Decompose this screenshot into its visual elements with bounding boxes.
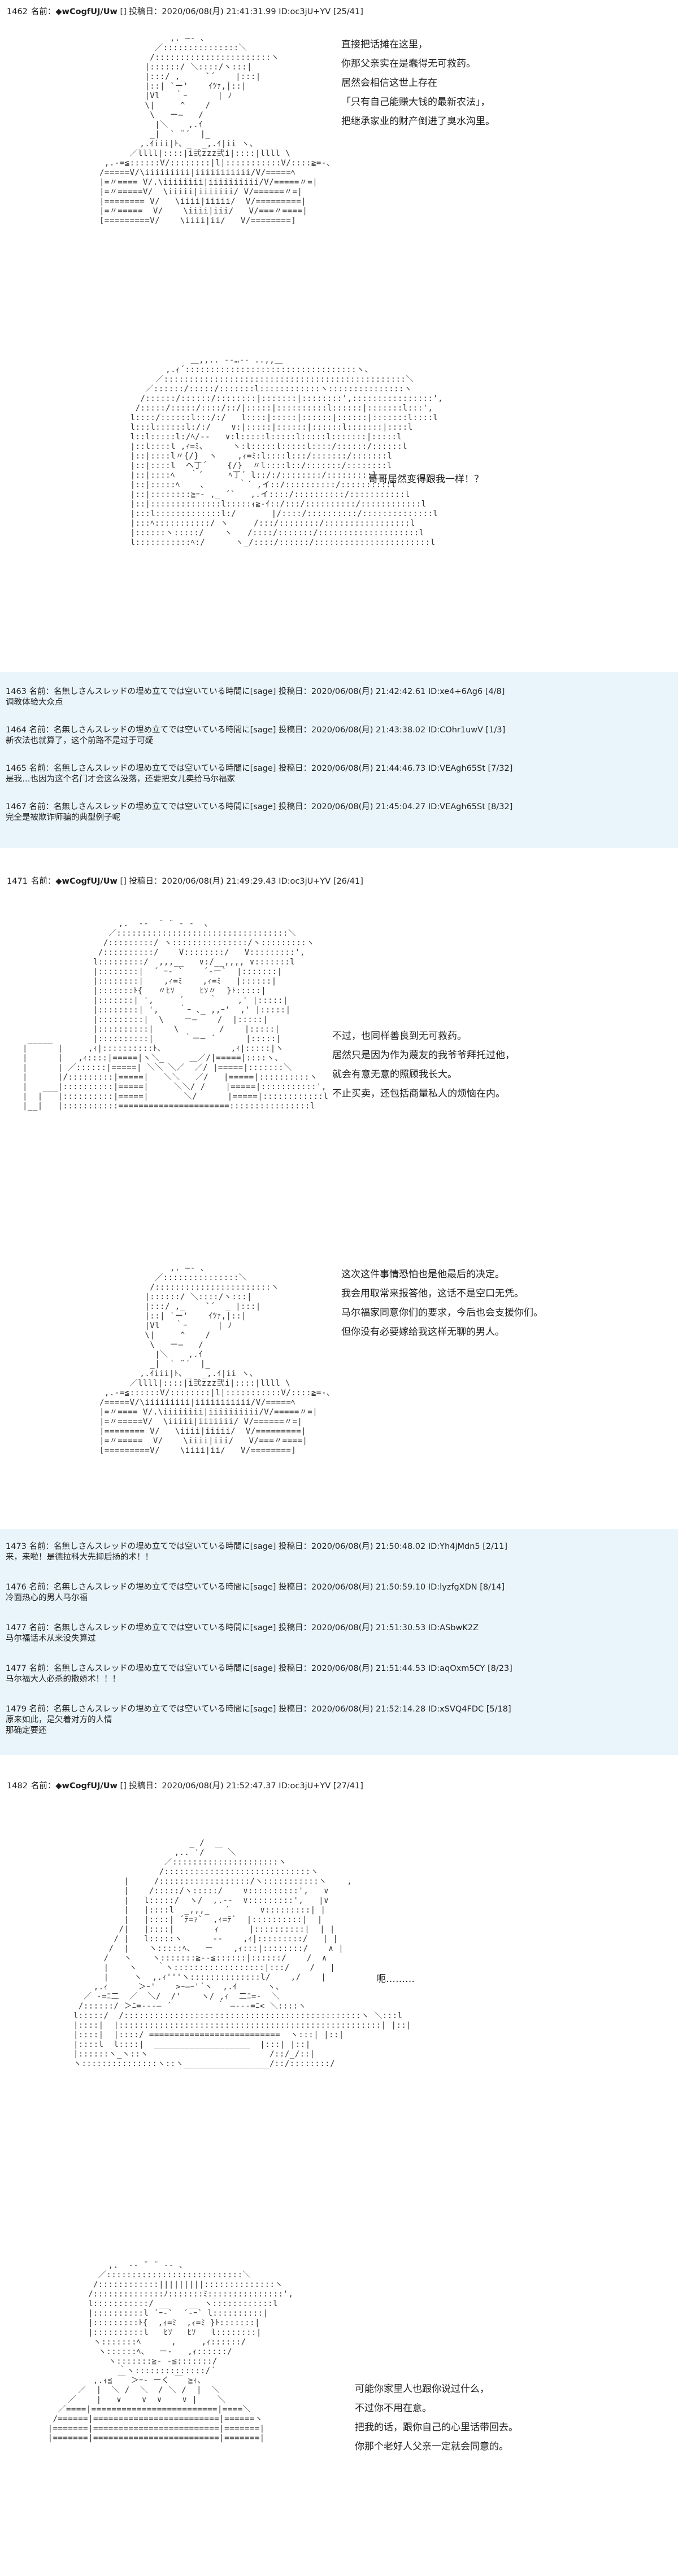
dialogue-box: 不过，也同样善良到无可救药。 居然只是因为作为蔑友的我爷爷拜托过他， 就会有意无… (332, 1027, 515, 1103)
dialogue-line: 「只有自己能赚大钱的最新农法」， (341, 97, 490, 108)
ascii-art-character: ＿,,.. -‐…‐- ..,,＿ ,.ｨ´::::::::::::::::::… (130, 356, 444, 547)
reply-post: 1464 名前：名無しさんスレッドの埋め立てでは空いている時間に[sage] 投… (6, 726, 506, 745)
dialogue-line: 马尔福家同意你们的要求，今后也会支援你们。 (341, 1307, 543, 1318)
reply-post: 1463 名前：名無しさんスレッドの埋め立てでは空いている時間に[sage] 投… (6, 687, 505, 707)
reply-post: 1476 名前：名無しさんスレッドの埋め立てでは空いている時間に[sage] 投… (6, 1583, 505, 1603)
dialogue-line: 不过你不用在意。 (355, 2403, 432, 2414)
ascii-art-character: ,. ―- 、 ／:::::::::::::::＼ /:::::::::::::… (99, 1264, 335, 1455)
replies-block: 1473 名前：名無しさんスレッドの埋め立てでは空いている時間に[sage] 投… (0, 1529, 678, 1755)
dialogue-line: 我会用取常来报答他，这话不是空口无凭。 (341, 1288, 524, 1299)
ascii-art-character: ,. -‐ ¨ ¨ ‐- 、 ／::::::::::::::::::::::::… (47, 2261, 294, 2443)
reply-post: 1477 名前：名無しさんスレッドの埋め立てでは空いている時間に[sage] 投… (6, 1664, 512, 1684)
dialogue-line: 把我的话，跟你自己的心里话带回去。 (355, 2422, 518, 2433)
dialogue-line: 不止买卖，还包括商量私人的烦恼在内。 (332, 1088, 505, 1099)
dialogue-line: 但你没有必要嫁给我这样无聊的男人。 (341, 1326, 505, 1338)
dialogue-line: 不过，也同样善良到无可救药。 (332, 1031, 467, 1042)
reply-post: 1473 名前：名無しさんスレッドの埋め立てでは空いている時間に[sage] 投… (6, 1542, 508, 1562)
ascii-art-character: ,. ―- 、 ／:::::::::::::::＼ /:::::::::::::… (99, 34, 335, 225)
dialogue-line: 把继承家业的财产倒进了臭水沟里。 (341, 116, 495, 127)
poster-name[interactable]: ◆wCogfUJ/Uw (55, 877, 118, 886)
dialogue-line: 居然只是因为作为蔑友的我爷爷拜托过他， (332, 1050, 515, 1061)
replies-block: 1463 名前：名無しさんスレッドの埋め立てでは空いている時間に[sage] 投… (0, 672, 678, 848)
reply-post: 1465 名前：名無しさんスレッドの埋め立てでは空いている時間に[sage] 投… (6, 764, 513, 784)
reply-post: 1477 名前：名無しさんスレッドの埋め立てでは空いている時間に[sage] 投… (6, 1623, 479, 1643)
post-meta: [] 投稿日：2020/06/08(月) 21:49:29.43 ID:oc3j… (120, 877, 363, 886)
ascii-art-character: _ / ,.. '/ ￣ ＼ ／:::::::::::::::::::::ヽ /… (73, 1839, 412, 2068)
dialogue-box: 可能你家里人也跟你说过什么， 不过你不用在意。 把我的话，跟你自己的心里话带回去… (355, 2379, 518, 2456)
dialogue-line: 你那父亲实在是蠢得无可救药。 (341, 58, 476, 69)
post-number: 1462 (7, 7, 28, 16)
poster-name[interactable]: ◆wCogfUJ/Uw (55, 7, 118, 16)
ascii-art-character: ,. -‐ ¨ ¨ ‐ - 、 ／:::::::::::::::::::::::… (23, 919, 329, 1111)
post-meta: [] 投稿日：2020/06/08(月) 21:52:47.37 ID:oc3j… (120, 1782, 363, 1791)
post-number: 1482 (7, 1782, 28, 1791)
dialogue-line: 哥哥居然变得跟我一样！？ (368, 474, 484, 485)
dialogue-line: 可能你家里人也跟你说过什么， (355, 2383, 489, 2395)
dialogue-box: 哥哥居然变得跟我一样！？ (368, 470, 484, 489)
dialogue-line: 就会有意无意的照顾我长大。 (332, 1069, 457, 1080)
dialogue-line: 你那个老好人父亲一定就会同意的。 (355, 2441, 508, 2452)
reply-post: 1479 名前：名無しさんスレッドの埋め立てでは空いている時間に[sage] 投… (6, 1705, 511, 1735)
dialogue-box: 直接把话摊在这里， 你那父亲实在是蠢得无可救药。 居然会相信这世上存在 「只有自… (341, 35, 495, 131)
dialogue-box: 这次这件事情恐怕也是他最后的决定。 我会用取常来报答他，这话不是空口无凭。 马尔… (341, 1265, 543, 1342)
dialogue-line: 呃……… (376, 1974, 415, 1985)
post-meta: [] 投稿日：2020/06/08(月) 21:41:31.99 ID:oc3j… (120, 7, 363, 16)
dialogue-box: 呃……… (376, 1970, 415, 1989)
reply-post: 1467 名前：名無しさんスレッドの埋め立てでは空いている時間に[sage] 投… (6, 802, 513, 822)
poster-name[interactable]: ◆wCogfUJ/Uw (55, 1782, 118, 1791)
dialogue-line: 直接把话摊在这里， (341, 39, 428, 50)
dialogue-line: 这次这件事情恐怕也是他最后的决定。 (341, 1269, 505, 1280)
post-number: 1471 (7, 877, 28, 886)
dialogue-line: 居然会相信这世上存在 (341, 77, 437, 89)
